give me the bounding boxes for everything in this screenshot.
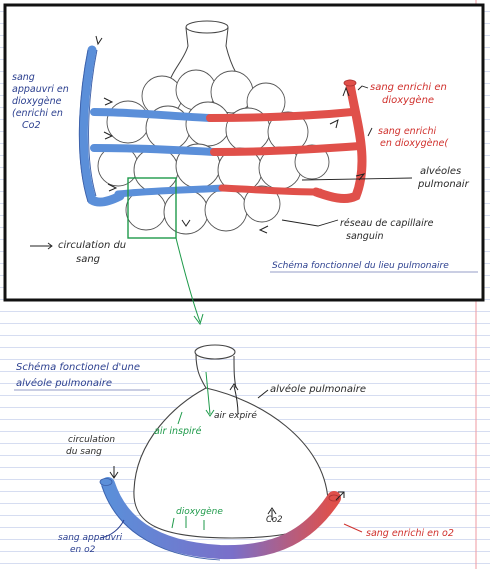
label-circulation-bottom: circulation du sang [66,435,118,457]
bottom-title: Schéma fonctionel d'une alvéole pulmonai… [16,361,143,389]
label-circulation: circulation du sang [58,240,129,265]
label-alveole: alvéole pulmonaire [270,383,366,395]
label-sang-appauvri: sang appauvri en dioxygène (enrichi en C… [12,72,72,131]
air-arrows [99,371,363,539]
zoom-connector-arrowhead [193,313,204,326]
label-sang-appauvri-bottom: sang appauvri en o2 [58,533,125,555]
lung-diagram: sang appauvri en dioxygène (enrichi en C… [3,3,485,302]
zoom-box [127,177,177,239]
caption-top: Schéma fonctionnel du lieu pulmonaire [272,260,449,271]
label-air-expire: air expiré [214,410,257,421]
capillary [101,477,341,560]
label-air-inspire: air inspiré [154,426,202,437]
flow-arrows [95,35,366,234]
label-dioxygene: dioxygène [176,506,223,517]
alveolus-opening [194,344,236,360]
leader-lines [30,85,413,250]
label-sang-enrichi-bottom: sang enrichi en o2 [366,528,454,539]
vessels-oxygenated [206,79,367,203]
zoom-connector-arrow [175,237,201,323]
label-sang-enrichi-top: sang enrichi en dioxygène [370,82,450,106]
label-alveoles: alvéoles pulmonair [417,165,470,190]
alveolus-diagram: Schéma fonctionel d'une alvéole pulmonai… [14,344,454,561]
label-reseau: réseau de capillaire sanguin [340,218,437,242]
bronchus-opening [185,20,229,34]
label-sang-enrichi-right: sang enrichi en dioxygène( [378,126,449,149]
label-co2: Co2 [266,515,283,525]
